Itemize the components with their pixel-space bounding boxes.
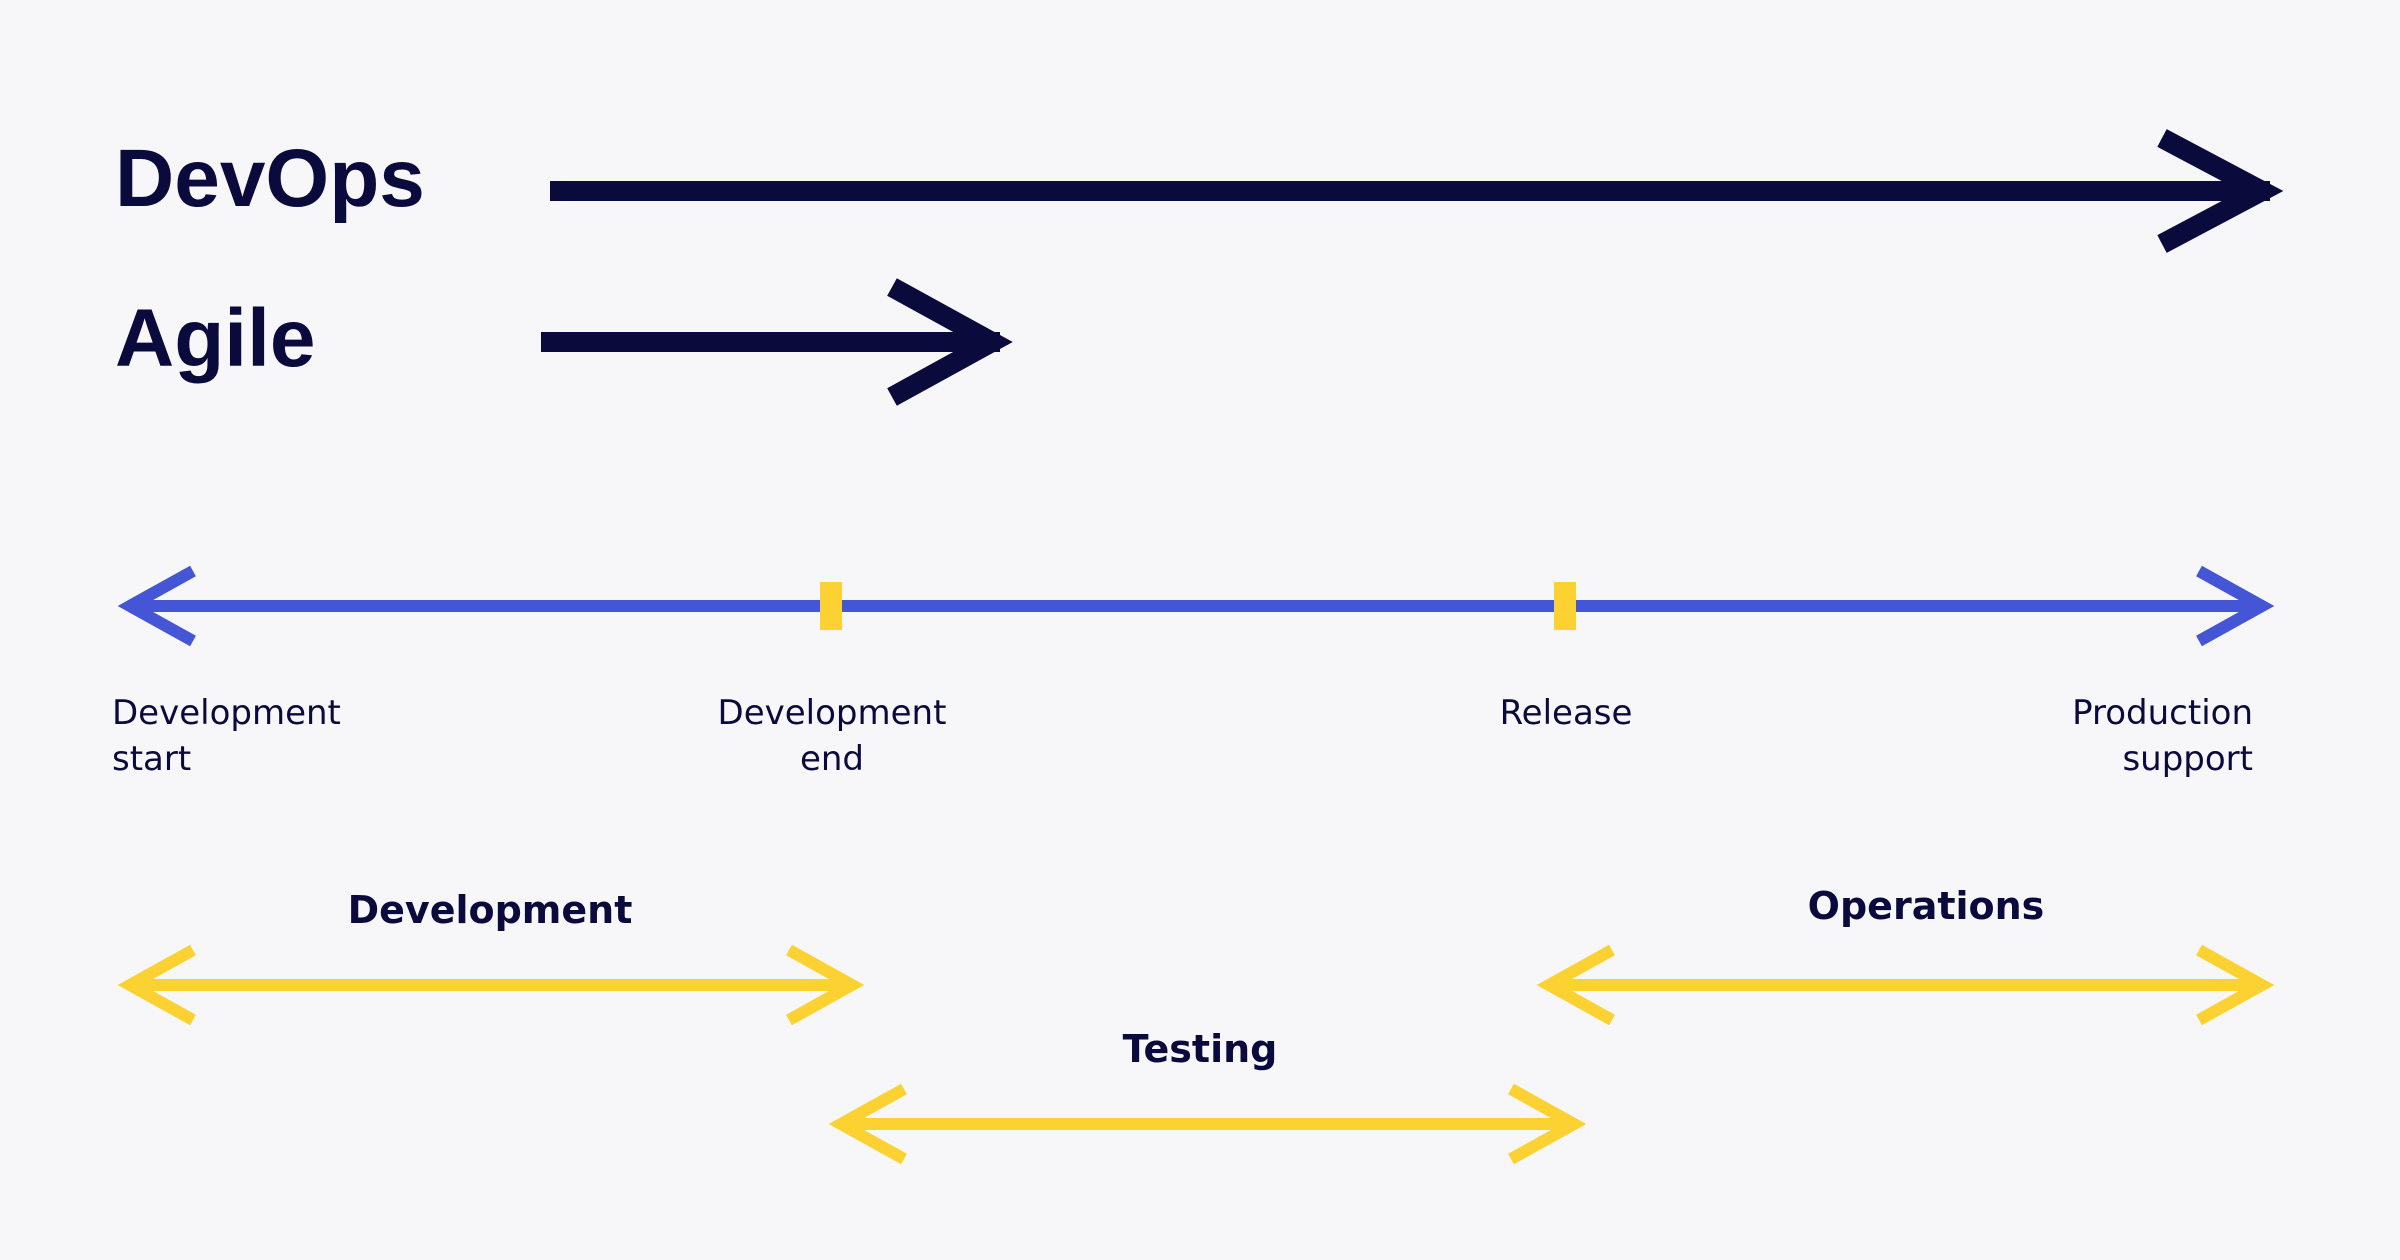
agile-arrow-head (887, 278, 1013, 406)
milestone-marker-release (1554, 582, 1576, 630)
timeline-left-arrowhead (117, 565, 196, 647)
phase-testing-arrow (828, 1083, 1587, 1165)
timeline (117, 565, 2275, 647)
phase-operations-label: Operations (1808, 884, 2045, 928)
milestone-production-support-line2: support (2122, 739, 2253, 779)
milestone-development-start-line2: start (112, 739, 191, 779)
phase-development-right-head (786, 944, 865, 1026)
phase-operations-right-head (2196, 944, 2275, 1026)
agile-label: Agile (115, 293, 315, 384)
milestone-development-end-line1: Development (718, 693, 947, 733)
milestone-release-line1: Release (1500, 693, 1633, 733)
devops-arrow-head (2157, 129, 2284, 253)
phase-development-label: Development (348, 888, 633, 932)
agile-arrow (541, 278, 1013, 406)
devops-arrow (550, 129, 2284, 253)
phase-operations-arrow (1536, 944, 2275, 1026)
timeline-right-arrowhead (2196, 565, 2275, 647)
milestone-marker-development-end (820, 582, 842, 630)
milestone-production-support-line1: Production (2072, 693, 2253, 733)
milestone-development-end-line2: end (800, 739, 864, 779)
phase-development-left-head (117, 944, 196, 1026)
devops-label: DevOps (115, 133, 425, 224)
phase-development-arrow (117, 944, 865, 1026)
milestone-development-start-line1: Development (112, 693, 341, 733)
phase-operations-left-head (1536, 944, 1615, 1026)
phase-testing-right-head (1508, 1083, 1587, 1165)
phase-testing-label: Testing (1123, 1027, 1278, 1071)
phase-testing-left-head (828, 1083, 907, 1165)
